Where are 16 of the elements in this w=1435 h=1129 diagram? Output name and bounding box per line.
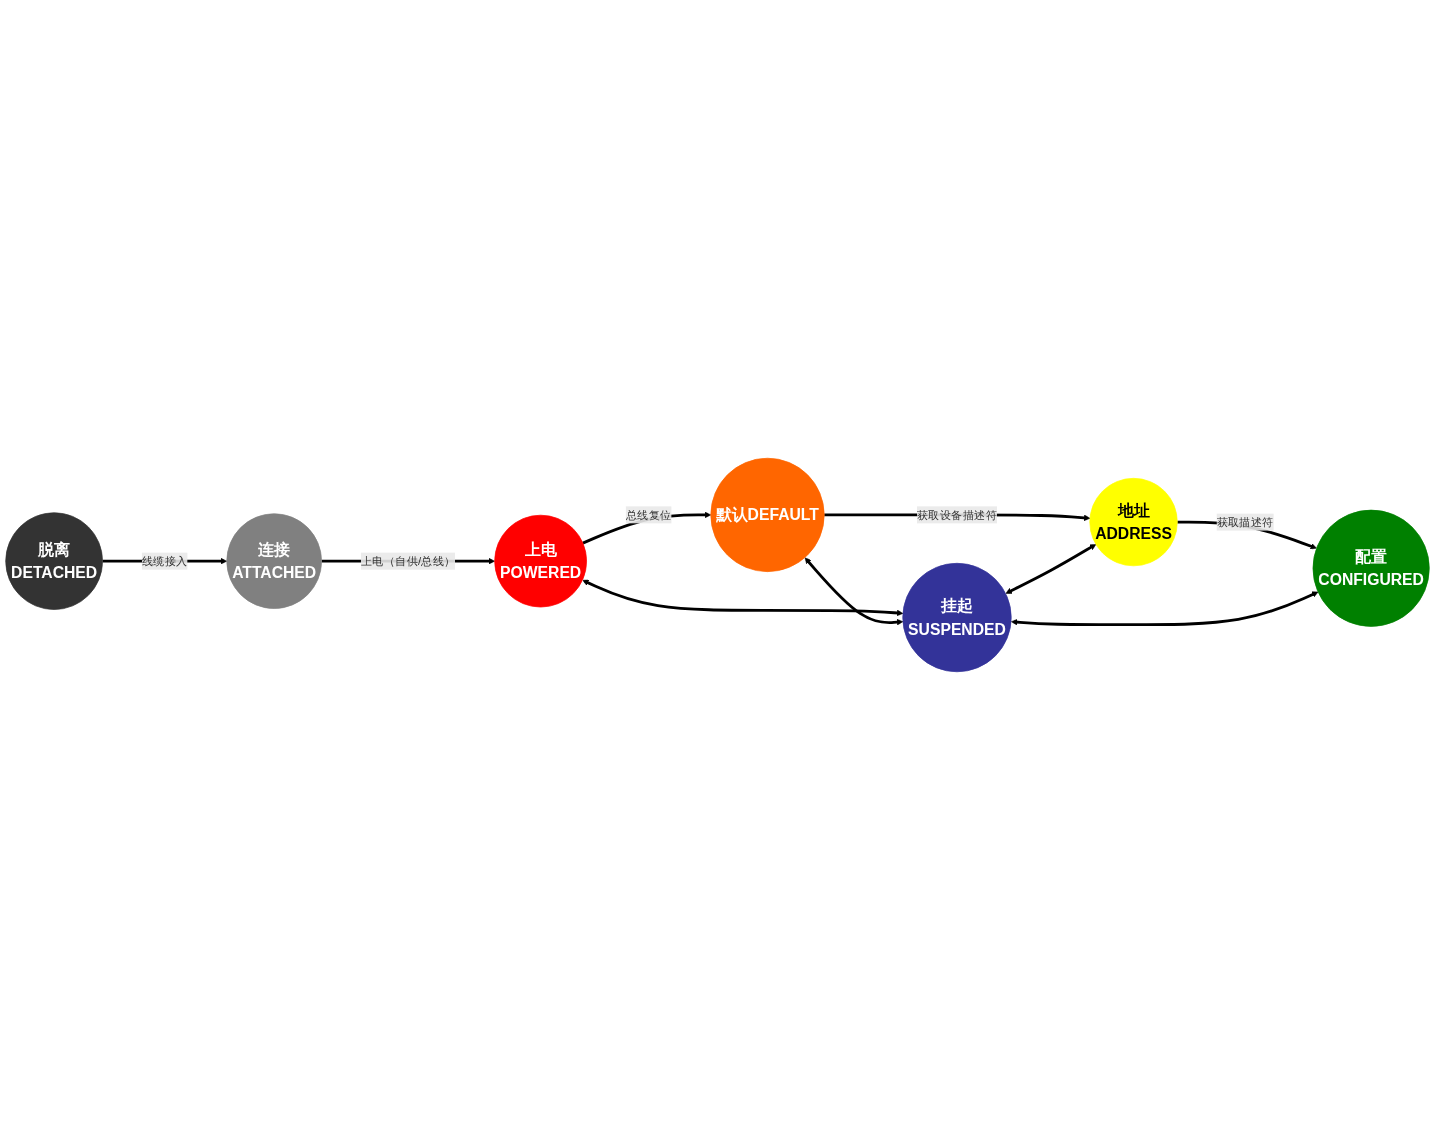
node-circle: 连接 ATTACHED — [226, 512, 322, 609]
node-circle: 挂起 SUSPENDED — [902, 562, 1012, 672]
node-circle: 地址 ADDRESS — [1089, 477, 1178, 566]
arrow — [582, 579, 904, 616]
arrow — [804, 557, 904, 625]
node-circle: 上电 POWERED — [494, 514, 587, 607]
node-circle: 默认DEFAULT — [710, 457, 825, 572]
edge-label: 总线复位 — [625, 508, 672, 521]
edge-label: 获取设备描述符 — [917, 508, 997, 521]
edge-label: 线缆接入 — [141, 554, 188, 567]
edge-label: 上电（自供/总线） — [360, 554, 456, 567]
arrow — [1011, 590, 1319, 626]
node-circle: 脱离 DETACHED — [5, 511, 103, 610]
node-circle: 配置 CONFIGURED — [1312, 509, 1430, 627]
arrow — [1005, 543, 1097, 594]
edge-label: 获取描述符 — [1216, 515, 1274, 528]
